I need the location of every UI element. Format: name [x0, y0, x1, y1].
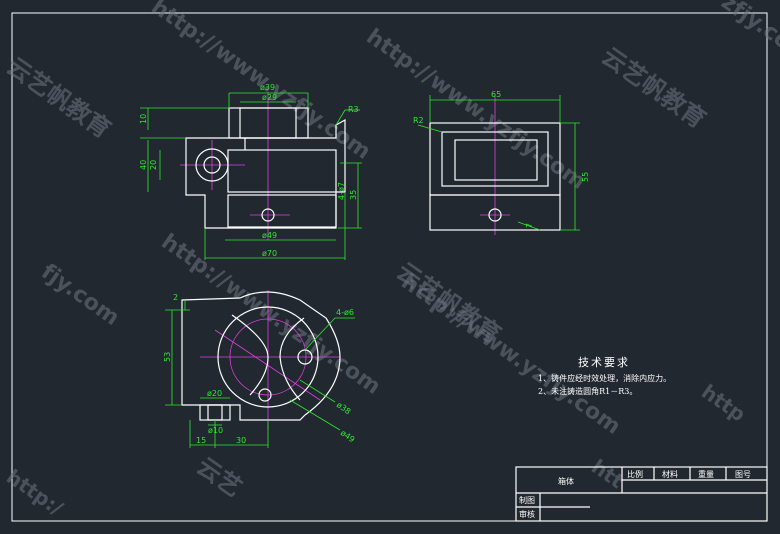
- watermark-brand: 云艺帆教育: [597, 42, 711, 134]
- dim-label: ø20: [207, 389, 222, 398]
- dim-label: 4-ø7: [337, 182, 346, 200]
- dim-label: 15: [196, 436, 206, 445]
- dim-label: 30: [236, 436, 246, 445]
- dim-label: 7: [525, 223, 534, 228]
- dim-label: 53: [163, 352, 172, 362]
- side-view: 65 R2 55 7: [413, 90, 590, 235]
- dim-label: 55: [581, 172, 590, 182]
- dim-label: 35: [349, 190, 358, 200]
- technical-requirements: 技术要求 1、铸件应经时效处理，消除内应力。 2、未注铸造圆角R1－R3。: [538, 356, 671, 396]
- dim-label: R2: [413, 116, 424, 125]
- dim-label: ø49: [262, 231, 277, 240]
- dim-label: 65: [491, 90, 501, 99]
- part-name: 箱体: [558, 476, 574, 486]
- dim-label: 20: [149, 160, 158, 170]
- tech-requirement-item: 1、铸件应经时效处理，消除内应力。: [538, 373, 671, 383]
- dim-label: R3: [348, 105, 359, 114]
- dim-label: ø39: [260, 83, 275, 92]
- watermark-url-fragment: zfjy.com: [717, 0, 780, 68]
- title-block-header: 图号: [735, 470, 751, 479]
- watermark-layer: http://www.yzfjy.com http://www.yzfjy.co…: [2, 0, 780, 521]
- drawn-by-label: 制图: [519, 495, 535, 505]
- front-view: ø39 ø29 R3 10 40 20 4-ø7 35 ø49 ø70: [139, 83, 362, 260]
- dim-label: ø38: [335, 400, 353, 416]
- dim-label: 4-ø6: [336, 308, 354, 317]
- watermark-brand: 云艺帆教育: [2, 52, 116, 144]
- dim-label: ø10: [208, 426, 223, 435]
- drawing-border: [11, 12, 768, 522]
- dim-label: ø29: [262, 93, 277, 102]
- watermark-brand-fragment: 云艺: [192, 452, 247, 502]
- watermark-brand: 云艺帆教育: [392, 257, 506, 349]
- watermark-url: http://www.yzfjy.com: [362, 24, 590, 194]
- title-block-header: 材料: [662, 469, 678, 479]
- dim-label: 2: [173, 293, 178, 302]
- title-block: 箱体 比例 材料 重量 图号 制图 审核: [515, 466, 768, 522]
- watermark-url-fragment: fjy.com: [37, 259, 124, 330]
- title-block-header: 比例: [627, 469, 643, 479]
- checked-by-label: 审核: [519, 509, 535, 519]
- watermark-url-fragment: http: [697, 379, 750, 426]
- tech-requirement-item: 2、未注铸造圆角R1－R3。: [538, 386, 637, 396]
- dim-label: 10: [139, 114, 148, 124]
- dim-label: ø70: [262, 249, 277, 258]
- dim-label: 40: [139, 160, 148, 170]
- title-block-header: 重量: [698, 469, 714, 479]
- tech-requirements-title: 技术要求: [578, 356, 630, 369]
- dim-label: ø49: [339, 428, 357, 444]
